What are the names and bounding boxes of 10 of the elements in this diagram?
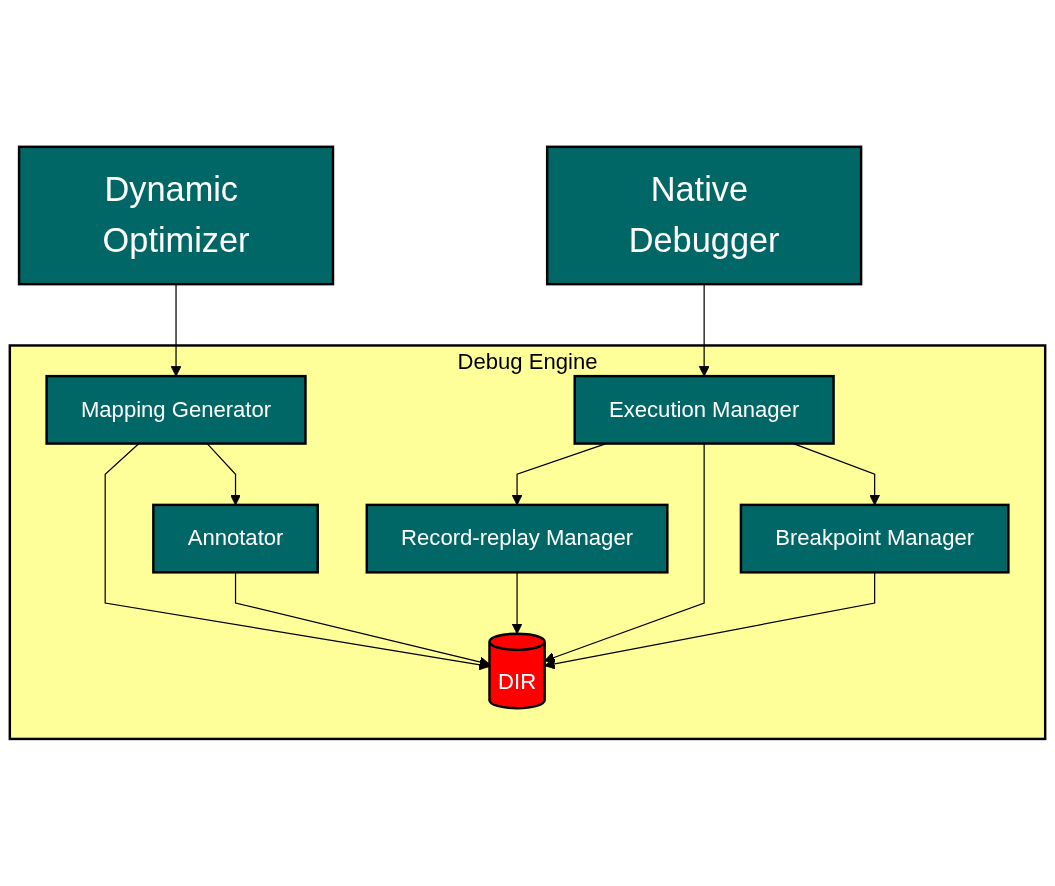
- arrow: [544, 443, 705, 663]
- node-box: Native Debugger: [545, 145, 863, 286]
- node-box: Record-replay Manager: [365, 503, 669, 574]
- node-box: Breakpoint Manager: [739, 503, 1010, 574]
- node-box: Mapping Generator: [45, 375, 307, 445]
- arrow: [206, 443, 241, 506]
- node-box: Dynamic Optimizer: [17, 145, 335, 286]
- node-box: Annotator: [152, 503, 319, 574]
- arrow: [104, 443, 490, 671]
- node-box: Execution Manager: [573, 375, 835, 445]
